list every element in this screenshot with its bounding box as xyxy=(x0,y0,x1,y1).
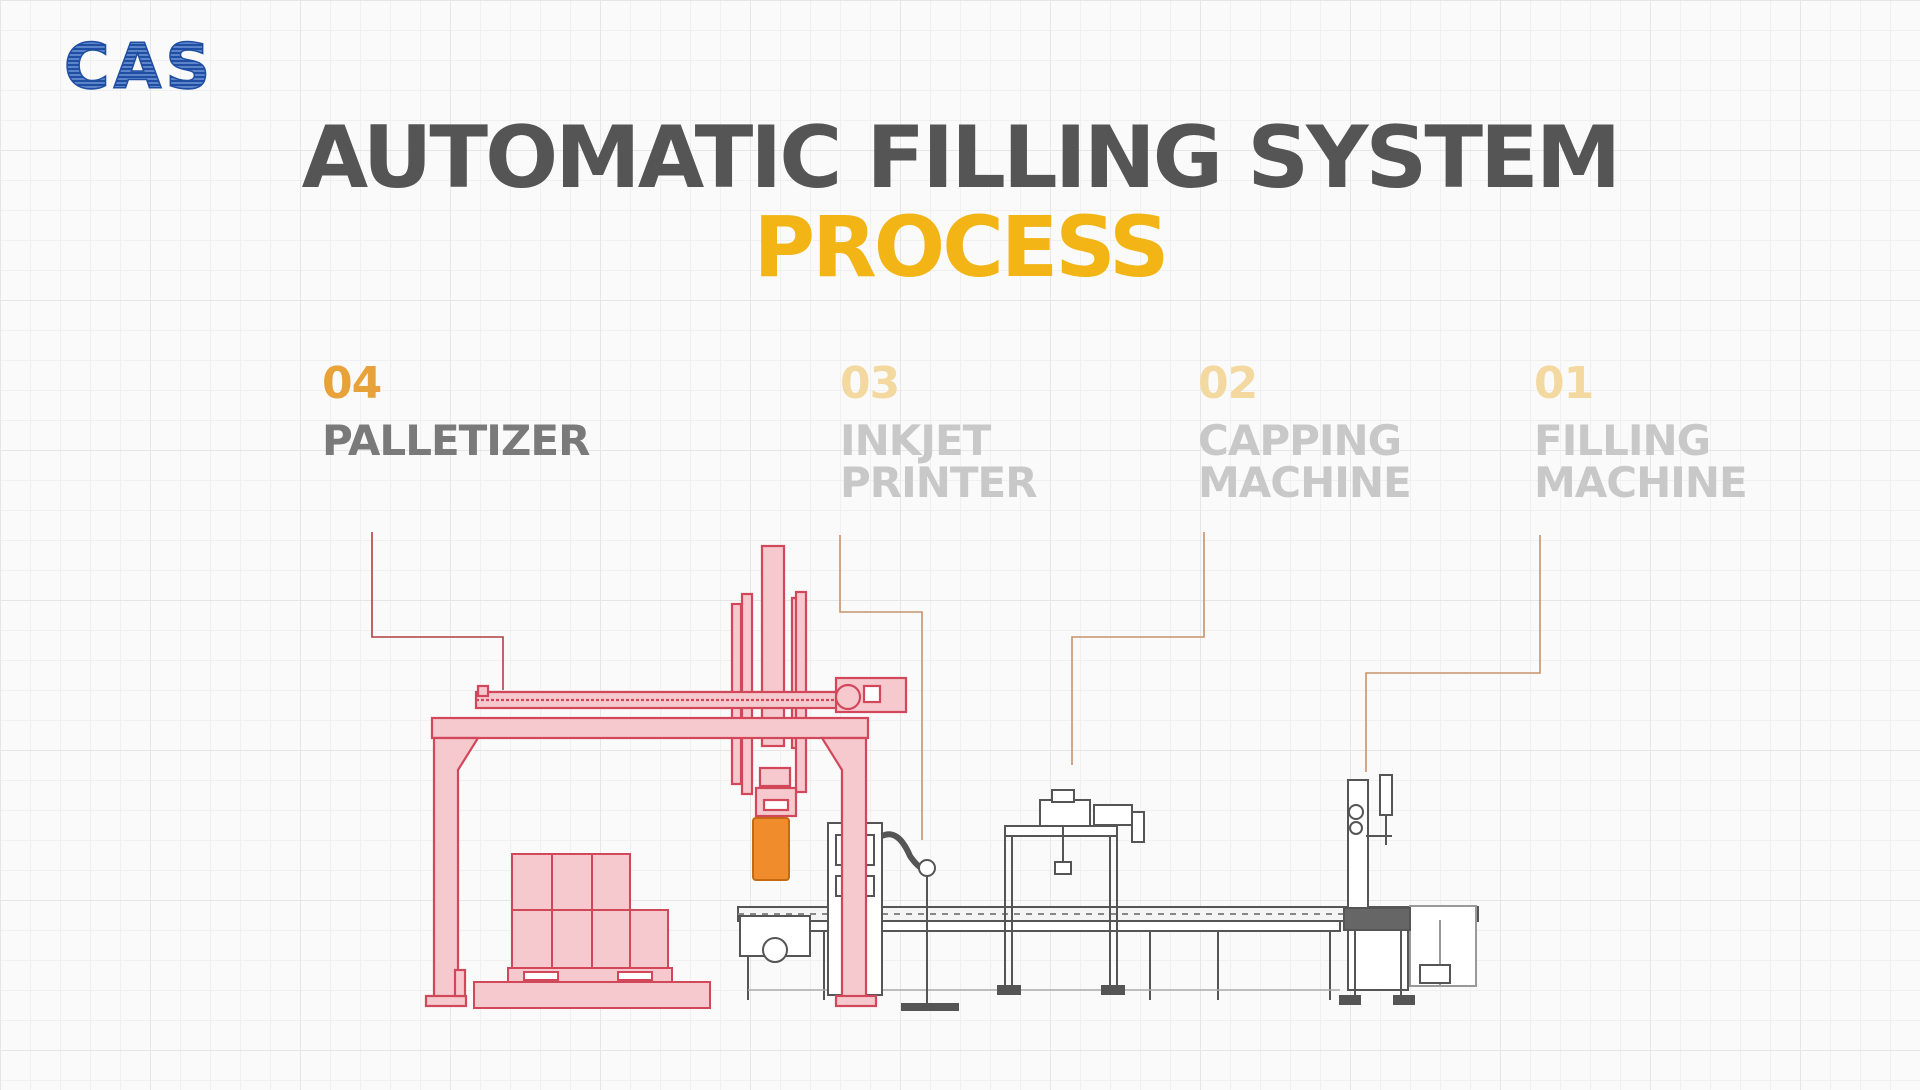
svg-text:CAS: CAS xyxy=(64,36,214,94)
capping-machine-illustration xyxy=(997,789,1145,995)
filling-machine-illustration xyxy=(1339,774,1415,1005)
step-number: 02 xyxy=(1198,358,1258,409)
page-subtitle: PROCESS xyxy=(753,198,1170,296)
leader-line-inkjet xyxy=(839,535,923,840)
pallet-boxes-illustration xyxy=(473,853,711,1009)
step-01-filling-machine: 01 FILLING MACHINE xyxy=(1534,358,1748,507)
step-03-inkjet-printer: 03 INKJET PRINTER xyxy=(840,358,1038,507)
step-number: 03 xyxy=(840,358,900,409)
step-label: CAPPING MACHINE xyxy=(1198,416,1412,507)
cas-logo: CAS xyxy=(62,29,242,104)
step-number: 01 xyxy=(1534,358,1594,409)
palletizer-illustration xyxy=(424,544,908,1008)
leader-line-capping xyxy=(1071,532,1205,765)
step-04-palletizer: 04 PALLETIZER xyxy=(322,358,590,465)
container-icon xyxy=(752,817,790,881)
leader-line-palletizer xyxy=(371,532,504,690)
step-02-capping-machine: 02 CAPPING MACHINE xyxy=(1198,358,1412,507)
leader-line-filling xyxy=(1365,535,1541,772)
step-number: 04 xyxy=(322,358,382,409)
step-label: FILLING MACHINE xyxy=(1534,416,1748,507)
page-title: AUTOMATIC FILLING SYSTEM xyxy=(301,108,1622,208)
step-label: INKJET PRINTER xyxy=(840,416,1038,507)
step-label: PALLETIZER xyxy=(322,416,590,465)
